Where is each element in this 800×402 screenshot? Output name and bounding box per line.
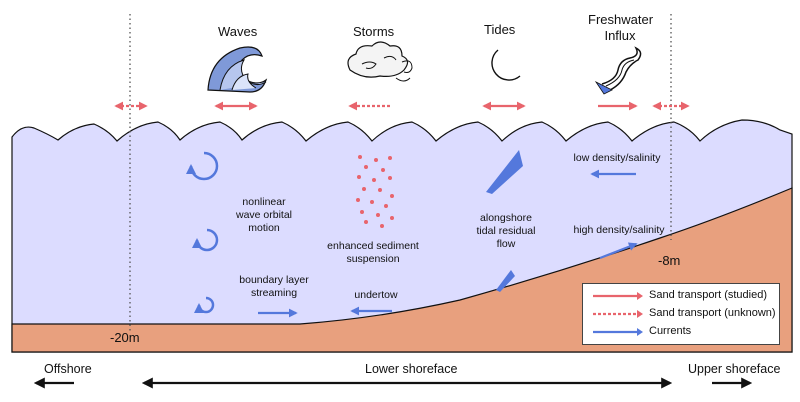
suspension-label: enhanced sediment suspension <box>318 240 428 266</box>
tidal-flow-wedge-small <box>496 270 515 292</box>
storm-cloud-icon <box>347 41 413 82</box>
orbital-circle-small <box>194 296 215 314</box>
undertow-label: undertow <box>354 289 398 301</box>
tidal-line-1: alongshore <box>480 212 532 224</box>
orbital-line-3: motion <box>248 222 280 234</box>
tidal-line-2: tidal residual <box>476 225 536 237</box>
suspension-line-2: suspension <box>346 253 400 265</box>
forcing-waves: Waves <box>218 24 258 39</box>
river-icon <box>594 46 642 95</box>
legend: Sand transport (studied) Sand transport … <box>582 283 780 345</box>
legend-unknown-swatch <box>593 310 643 318</box>
orbital-line-1: nonlinear <box>242 196 286 208</box>
high-density-label: high density/salinity <box>573 224 665 236</box>
legend-currents-label: Currents <box>649 325 692 337</box>
zone-upper-shoreface: Upper shoreface <box>688 362 781 376</box>
forcing-freshwater-line1: Freshwater <box>588 12 654 27</box>
forcing-freshwater: Freshwater Influx <box>588 12 654 44</box>
zone-lower-shoreface: Lower shoreface <box>365 362 458 376</box>
legend-studied-swatch <box>593 292 643 300</box>
low-density-label: low density/salinity <box>573 152 661 164</box>
legend-row-currents: Currents <box>583 324 779 340</box>
waves-icon <box>207 46 268 93</box>
zone-offshore: Offshore <box>44 362 92 376</box>
streaming-line-1: boundary layer <box>239 274 309 286</box>
orbital-motion-label: nonlinear wave orbital motion <box>224 196 304 235</box>
forcing-tides: Tides <box>484 22 516 37</box>
legend-studied-label: Sand transport (studied) <box>649 289 768 301</box>
high-density-arrow <box>599 242 638 260</box>
suspension-line-1: enhanced sediment <box>327 240 419 252</box>
tidal-flow-label: alongshore tidal residual flow <box>466 212 546 251</box>
tidal-line-3: flow <box>496 238 516 250</box>
forcing-freshwater-line2: Influx <box>604 28 636 43</box>
orbital-circle-large <box>186 151 219 181</box>
legend-row-unknown: Sand transport (unknown) <box>583 306 779 322</box>
depth-offshore-limit: -20m <box>110 330 140 345</box>
forcing-storms: Storms <box>353 24 395 39</box>
streaming-label: boundary layer streaming <box>232 274 316 300</box>
legend-currents-swatch <box>593 328 643 336</box>
sediment-dots <box>356 155 394 228</box>
legend-row-studied: Sand transport (studied) <box>583 288 779 304</box>
depth-upper-limit: -8m <box>658 253 681 268</box>
streaming-line-2: streaming <box>250 287 298 299</box>
tidal-flow-wedge-large <box>486 150 523 194</box>
orbital-circle-medium <box>192 228 219 252</box>
moon-icon <box>491 49 521 81</box>
legend-unknown-label: Sand transport (unknown) <box>649 307 776 319</box>
orbital-line-2: wave orbital <box>235 209 293 221</box>
